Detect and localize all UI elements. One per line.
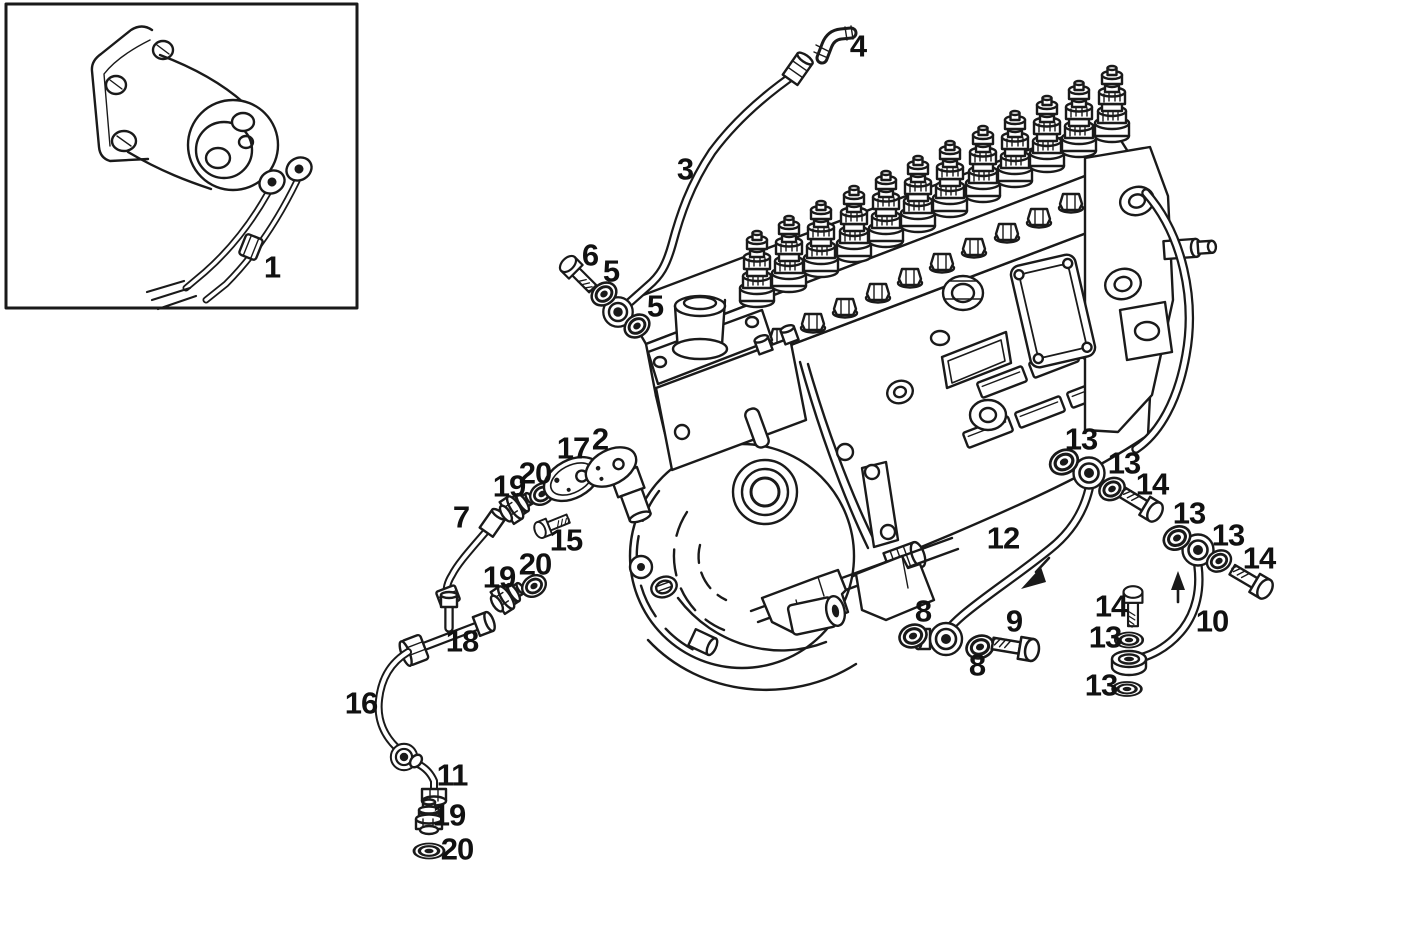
callout-19-union-fitting: 19: [492, 468, 526, 504]
callout-12-fuel-pipe: 12: [986, 520, 1020, 556]
flow-arrow-12: [1021, 556, 1051, 589]
callout-19-union-fitting: 19: [432, 797, 466, 833]
end-plate: [1009, 145, 1218, 454]
end-cover-plate: [1009, 253, 1097, 369]
pump-side-details: [886, 274, 1130, 450]
flow-arrow-10: [1171, 571, 1185, 604]
callout-18-tee-pipe: 18: [445, 623, 479, 659]
governor-housing: [609, 442, 856, 670]
mounting-lug: [1118, 300, 1174, 362]
inset-box: [4, 2, 359, 311]
callout-20-seal-washer: 20: [440, 831, 474, 867]
callout-13-seal-washer: 13: [1088, 619, 1122, 655]
callout-3-fuel-pipe: 3: [676, 151, 694, 187]
callout-7-fuel-pipe: 7: [452, 499, 470, 535]
injection-pump-drawing: [609, 64, 1218, 691]
callout-20-seal-washer: 20: [518, 546, 552, 582]
tee-pipe-18: [398, 590, 496, 668]
callout-14-banjo-bolt: 14: [1135, 466, 1169, 502]
mounting-feet: [646, 536, 960, 691]
callout-16-fuel-pipe: 16: [344, 685, 378, 721]
fuel-pipe-16: [374, 648, 419, 772]
callout-13-seal-washer: 13: [1107, 445, 1141, 481]
callout-13-seal-washer: 13: [1064, 421, 1098, 457]
callout-13-seal-washer: 13: [1211, 517, 1245, 553]
cover-plate-2: [584, 446, 638, 488]
callout-10-fuel-pipe: 10: [1195, 603, 1229, 639]
callout-9-banjo-bolt: 9: [1005, 603, 1023, 639]
front-housing: [646, 294, 808, 472]
callout-20-seal-washer: 20: [518, 455, 552, 491]
fuel-pipe-10: [1110, 533, 1215, 677]
callout-8-seal-washer: 8: [914, 593, 932, 629]
callout-4-elbow-fitting: 4: [849, 28, 867, 64]
callout-17-gasket-plate: 17: [556, 430, 590, 466]
callout-14-banjo-bolt: 14: [1094, 588, 1128, 624]
solenoid-drawing: [90, 25, 313, 311]
elbow-fitting-4: [813, 25, 858, 65]
callout-14-banjo-bolt: 14: [1242, 540, 1276, 576]
fuel-pipe-3: [602, 51, 814, 328]
callout-2-cover-plate: 2: [591, 421, 609, 457]
callout-13-seal-washer: 13: [1172, 495, 1206, 531]
callout-13-seal-washer: 13: [1084, 667, 1118, 703]
callout-8-seal-washer: 8: [968, 647, 986, 683]
callout-5-seal-washer: 5: [602, 253, 620, 289]
washer-20c: [412, 841, 446, 861]
callout-5-seal-washer: 5: [646, 288, 664, 324]
callout-6-bolt: 6: [581, 237, 599, 273]
callout-11-elbow-fitting: 11: [436, 757, 469, 793]
callout-1-solenoid-leads: 1: [263, 249, 281, 285]
callout-15-bolt: 15: [549, 522, 583, 558]
callout-19-union-fitting: 19: [482, 559, 516, 595]
